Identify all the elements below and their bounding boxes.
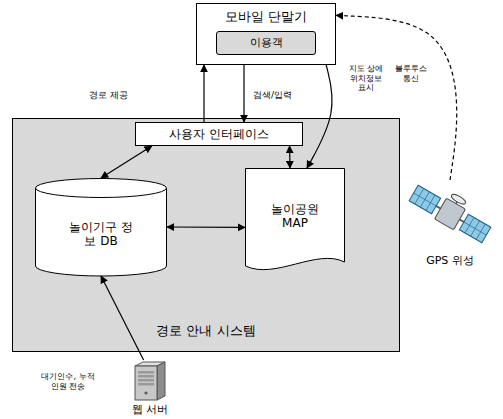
connector-arrow — [243, 65, 244, 122]
database-cylinder: 놀이기구 정보 DB — [35, 178, 167, 276]
connector-arrow — [101, 276, 144, 360]
drive-slot — [138, 371, 154, 374]
server-icon — [118, 360, 182, 402]
document-body — [246, 169, 345, 270]
node-label: 사용자 인터페이스 — [169, 127, 269, 141]
edge-label: 지도 상에 위치정보 표시 — [344, 64, 388, 93]
edge-label: 블루투스 통신 — [392, 64, 430, 83]
node-label: 이용객 — [250, 36, 283, 49]
panel-grid — [414, 193, 437, 206]
connector-arrow — [289, 146, 291, 168]
solar-panel — [459, 214, 491, 243]
panel-grid — [464, 222, 487, 235]
edge-label: 대기인수, 누적인원 전송 — [38, 372, 98, 391]
satellite-icon — [402, 180, 498, 252]
edge-label: 경로 제공 — [88, 90, 129, 101]
device-box: 이용객 모바일 단말기 — [196, 3, 336, 65]
server-side — [157, 362, 165, 400]
node-label: 놀이기구 정보 DB — [69, 220, 133, 249]
node-label: 웹 서버 — [132, 403, 169, 416]
node-label: 경로 안내 시스템 — [156, 323, 255, 339]
drive-slot — [138, 383, 154, 386]
node-label: 모바일 단말기 — [225, 9, 307, 25]
connector-arrow — [167, 226, 245, 228]
cylinder-body — [36, 188, 167, 276]
satellite-node: GPS 위성 — [402, 180, 498, 268]
antenna-dish — [450, 193, 467, 206]
solar-panel — [409, 185, 441, 214]
system-region: 사용자 인터페이스놀이기구 정보 DB 놀이공원 MAP 경로 안내 시스템 — [12, 118, 400, 352]
edge-label: 검색/입력 — [252, 90, 293, 101]
power-button — [144, 391, 147, 394]
server-node: 웹 서버 — [118, 360, 182, 417]
connector-arrow — [101, 146, 152, 178]
node-label: GPS 위성 — [426, 254, 474, 267]
connector-arrow — [336, 15, 457, 180]
user-box: 이용객 — [216, 31, 316, 55]
document-shape: 놀이공원 MAP — [245, 168, 345, 276]
connector-arrow — [203, 65, 204, 122]
drive-slot — [138, 379, 154, 382]
cylinder-top — [36, 179, 167, 198]
interface-box: 사용자 인터페이스 — [135, 122, 303, 146]
drive-slot — [138, 375, 154, 378]
server-front — [135, 366, 157, 400]
node-label: 놀이공원 MAP — [263, 202, 327, 231]
connector-arrow — [307, 65, 332, 168]
